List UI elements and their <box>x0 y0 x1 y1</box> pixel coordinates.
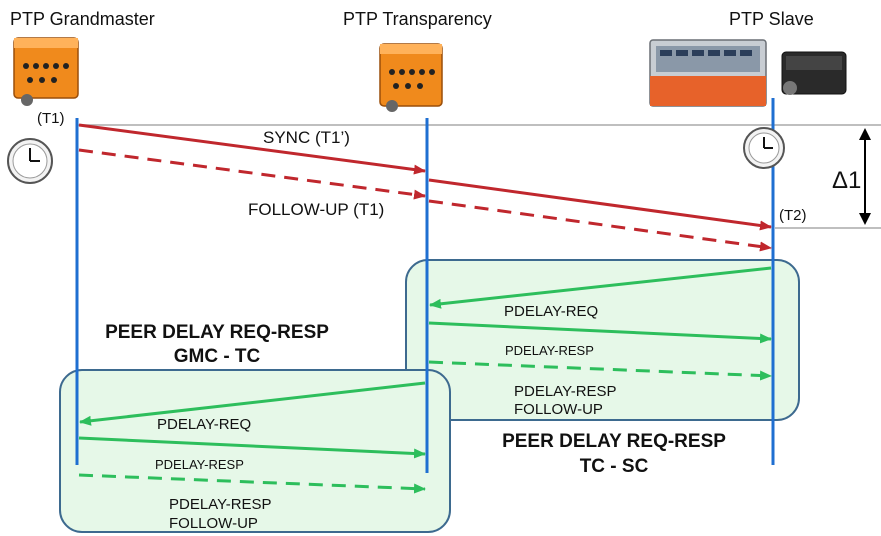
pdelay-resp-fu-label-1-gmc-tc: PDELAY-RESP <box>169 496 272 513</box>
pdelay-resp-fu-label-2-gmc-tc: FOLLOW-UP <box>169 515 258 532</box>
follow-up-label: FOLLOW-UP (T1) <box>248 200 384 219</box>
sync-arrow-2 <box>428 178 772 231</box>
gmc-tc-group-title-line2: GMC - TC <box>174 346 261 367</box>
clock-icon-grandmaster <box>7 138 53 184</box>
tc-sc-box <box>405 259 800 421</box>
grandmaster-device-image <box>13 37 79 106</box>
follow-up-arrow-1 <box>78 148 426 200</box>
grandmaster-title: PTP Grandmaster <box>10 9 155 29</box>
delta-label: Δ1 <box>832 167 861 194</box>
pdelay-req-arrow-sc-tc <box>429 266 772 309</box>
gmc-tc-box <box>59 369 451 533</box>
pdelay-resp-label-tc-sc: PDELAY-RESP <box>505 343 594 358</box>
pdelay-resp-arrow-tc-sc <box>428 321 772 344</box>
gmc-tc-group-title-line1: PEER DELAY REQ-RESP <box>105 322 329 343</box>
pdelay-req-arrow-tc-gmc <box>79 381 426 426</box>
slave-title: PTP Slave <box>729 9 814 29</box>
pdelay-req-label-gmc-tc: PDELAY-REQ <box>157 416 251 433</box>
slave-rack-device-image <box>649 39 767 107</box>
clock-icon-slave <box>743 127 785 169</box>
delta-bracket <box>859 128 871 225</box>
tc-sc-group-title-line2: TC - SC <box>580 456 649 477</box>
transparency-title: PTP Transparency <box>343 9 492 29</box>
pdelay-resp-fu-label-2-tc-sc: FOLLOW-UP <box>514 401 603 418</box>
follow-up-arrow-2 <box>428 199 772 252</box>
pdelay-resp-arrow-gmc-tc <box>78 436 426 459</box>
sync-label: SYNC (T1’) <box>263 128 350 147</box>
pdelay-resp-fu-arrow-tc-sc <box>428 360 772 381</box>
pdelay-resp-fu-label-1-tc-sc: PDELAY-RESP <box>514 383 617 400</box>
pdelay-req-label-tc-sc: PDELAY-REQ <box>504 303 598 320</box>
slave-module-device-image <box>781 51 847 95</box>
t2-label: (T2) <box>779 207 807 224</box>
pdelay-resp-label-gmc-tc: PDELAY-RESP <box>155 457 244 472</box>
pdelay-resp-fu-arrow-gmc-tc <box>78 473 426 494</box>
sync-arrow-1 <box>78 123 426 175</box>
tc-sc-group-title-line1: PEER DELAY REQ-RESP <box>502 431 726 452</box>
t1-label: (T1) <box>37 110 65 127</box>
transparency-device-image <box>379 43 443 112</box>
